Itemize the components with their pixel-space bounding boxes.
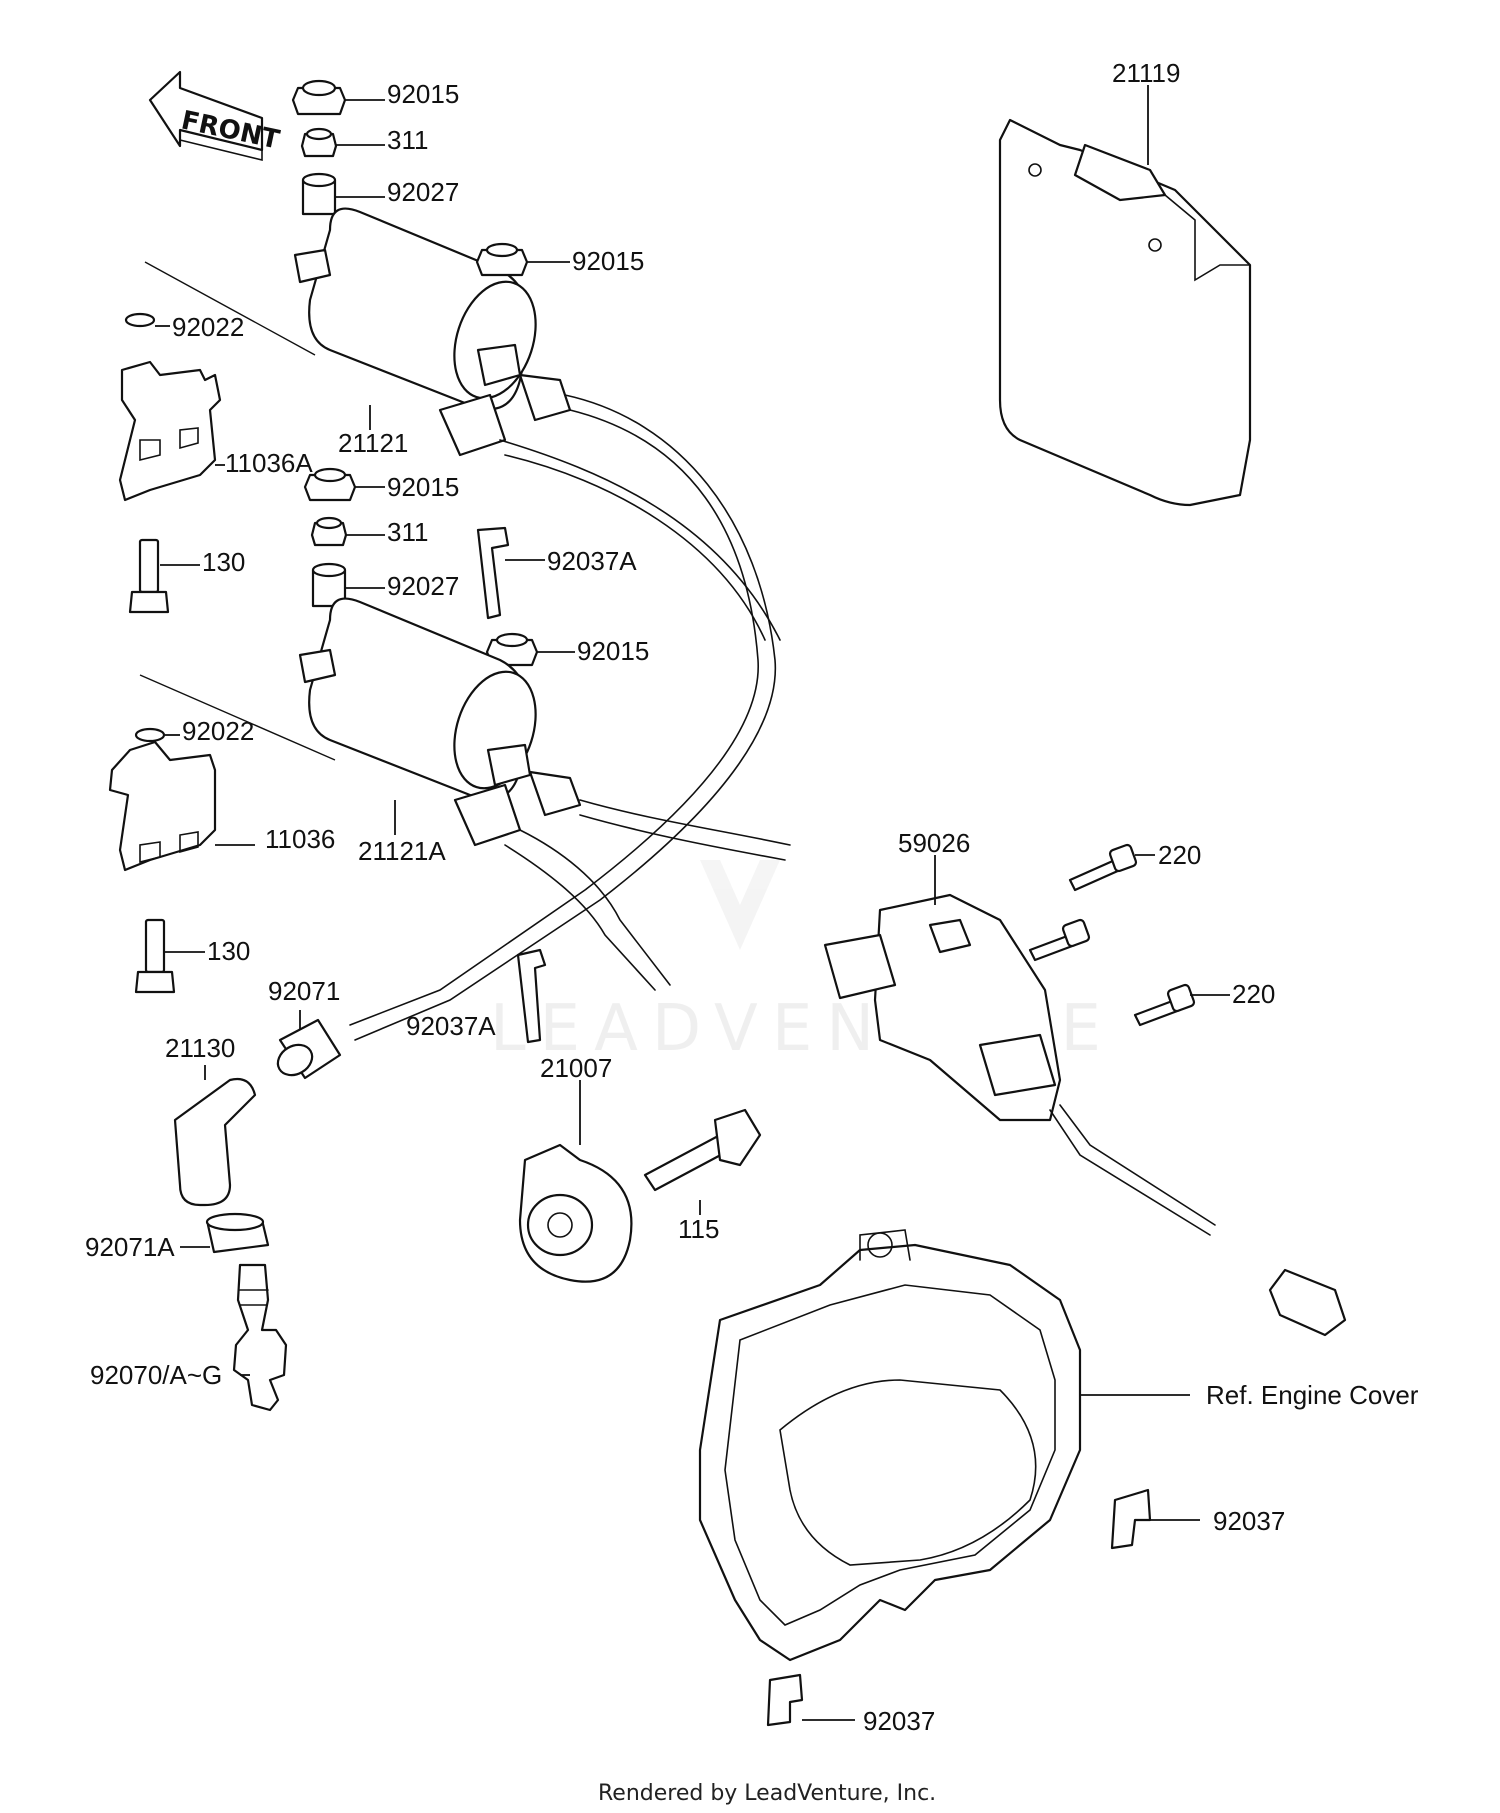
callout-92037A-upper: 92037A [547, 546, 637, 576]
nut-92015-middle [303, 467, 357, 502]
pickup-21007 [518, 1143, 633, 1283]
callout-92071A: 92071A [85, 1232, 175, 1262]
callout-11036: 11036 [265, 824, 335, 854]
ignition-coil-21121 [293, 207, 781, 1041]
igniter-21119 [998, 118, 1252, 507]
spark-plug-92070 [232, 1263, 288, 1412]
plug-cap-21130 [173, 1077, 257, 1207]
bolt-130-upper [128, 538, 170, 614]
callout-92037-right: 92037 [1213, 1506, 1285, 1536]
collar-92027-middle [311, 562, 347, 608]
callout-92070: 92070/A~G [90, 1360, 222, 1390]
clip-92037-bottom [766, 1673, 804, 1727]
callout-92037A-lower: 92037A [406, 1011, 496, 1041]
callout-21121: 21121 [338, 428, 408, 458]
clamp-92037A-lower [516, 948, 547, 1044]
bolt-220-a [1068, 843, 1138, 892]
callout-115: 115 [678, 1214, 719, 1244]
callout-220-b: 220 [1232, 979, 1275, 1009]
nut-92015-top [291, 79, 347, 116]
clip-92037-right [1110, 1488, 1152, 1550]
callout-92071: 92071 [268, 976, 340, 1006]
collar-92027-top [301, 172, 337, 216]
callout-220-a: 220 [1158, 840, 1201, 870]
nut-311-top [300, 127, 338, 158]
nut-92015-coil [475, 242, 529, 277]
front-arrow-icon: FRONT [148, 70, 282, 162]
bracket-11036 [108, 727, 217, 872]
callout-92037-bottom: 92037 [863, 1706, 935, 1736]
bracket-11036A [118, 312, 222, 502]
callout-130-upper: 130 [202, 547, 245, 577]
bolt-220-b [1028, 918, 1091, 962]
cap-92071 [276, 1018, 342, 1080]
bolt-130-lower [134, 918, 176, 994]
callout-92027-top: 92027 [387, 177, 459, 207]
pulser-coil-59026 [823, 893, 1347, 1337]
callout-engine-cover: Ref. Engine Cover [1206, 1380, 1419, 1410]
callout-21119: 21119 [1112, 58, 1180, 88]
engine-cover [698, 1229, 1082, 1662]
ring-92071A [205, 1212, 270, 1254]
callout-11036A: 11036A [225, 448, 313, 478]
callout-92022-lower: 92022 [182, 716, 254, 746]
callout-311-top: 311 [387, 125, 428, 155]
callout-130-lower: 130 [207, 936, 250, 966]
callout-311-middle: 311 [387, 517, 428, 547]
callout-92027-middle: 92027 [387, 571, 459, 601]
leader-lines [155, 85, 1230, 1721]
ignition-coil-21121A [298, 597, 791, 991]
bolt-115 [643, 1108, 762, 1192]
callout-21130: 21130 [165, 1033, 235, 1063]
callout-92015-coil: 92015 [572, 246, 644, 276]
callout-92015-middle: 92015 [387, 472, 459, 502]
dashed-guides [139, 261, 336, 761]
clamp-92037A-upper [476, 526, 510, 620]
nut-311-middle [310, 516, 348, 547]
callout-92015-top: 92015 [387, 79, 459, 109]
callout-59026: 59026 [898, 828, 970, 858]
bolt-220-c [1133, 983, 1196, 1027]
callout-92015-lower: 92015 [577, 636, 649, 666]
callout-92022-upper: 92022 [172, 312, 244, 342]
callout-21007: 21007 [540, 1053, 612, 1083]
footer-credit: Rendered by LeadVenture, Inc. [598, 1781, 936, 1806]
callout-21121A: 21121A [358, 836, 446, 866]
